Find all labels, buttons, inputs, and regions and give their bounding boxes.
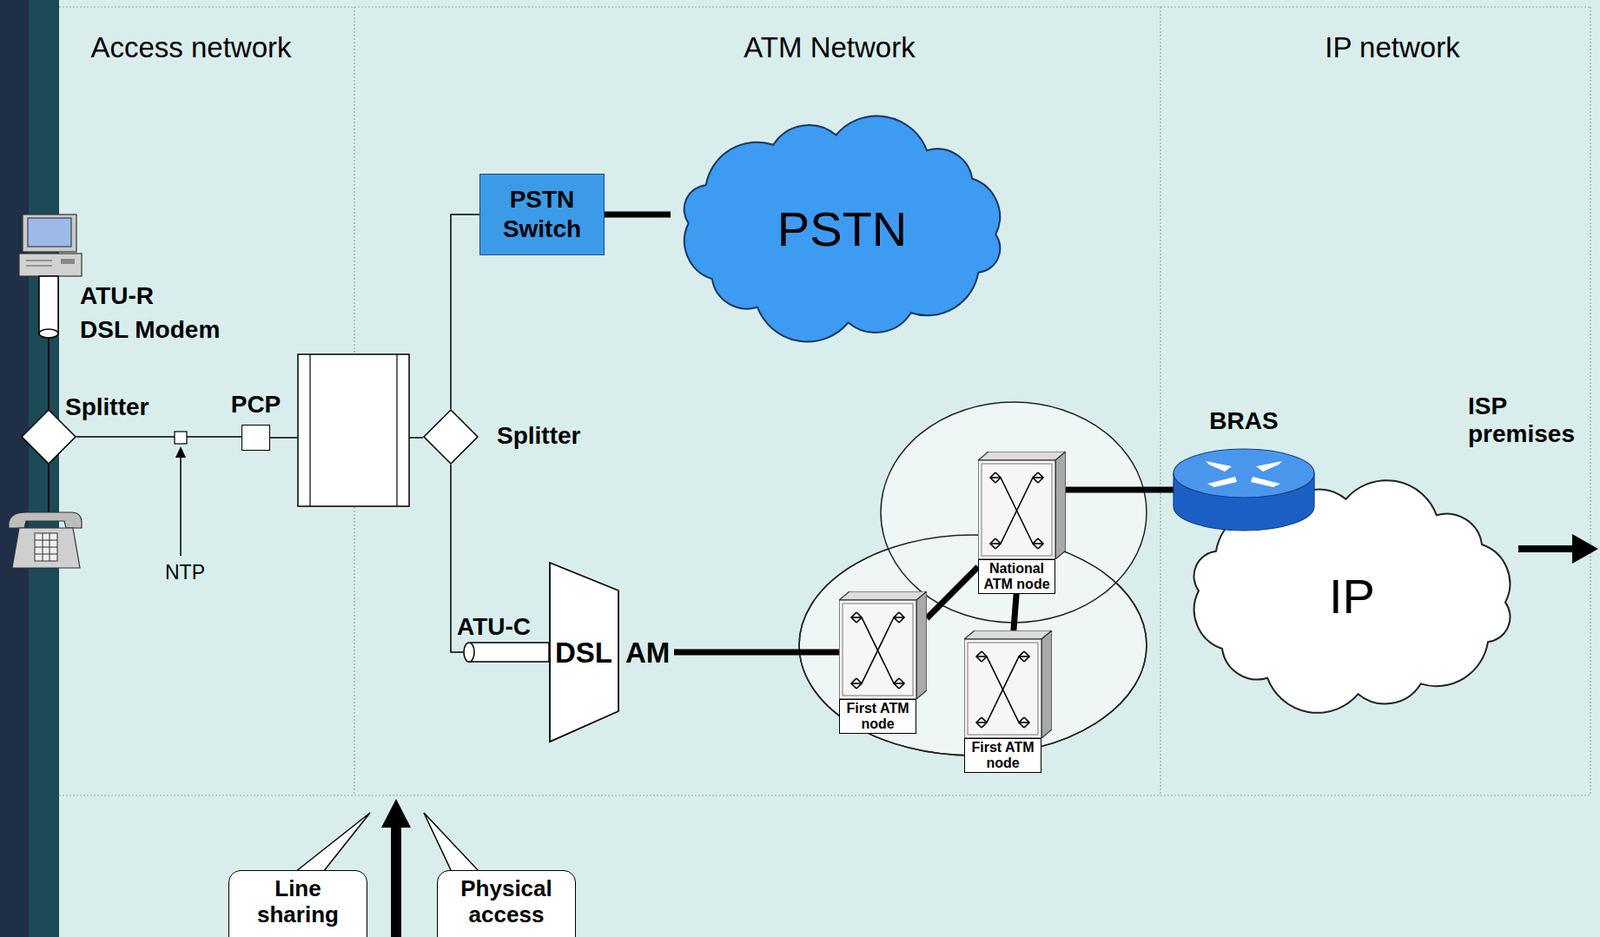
device-label: ATU-R: [79, 282, 154, 311]
node-text: Line sharing: [238, 876, 358, 929]
atm-domain-ellipse: [880, 402, 1147, 623]
atu-r-cable: [39, 276, 59, 410]
side-bar: [0, 0, 29, 937]
callout-tail: [423, 813, 480, 873]
node-text: Splitter: [496, 423, 581, 449]
callout-box: Line sharing: [228, 870, 368, 937]
atm-switch: First ATM node: [964, 630, 1052, 774]
region-title: Access network: [17, 31, 365, 65]
dslam-trapezoid: DSLAM: [548, 561, 675, 743]
line-wire: [76, 436, 242, 438]
atm-switch-icon: [978, 451, 1066, 560]
line-wire: [450, 214, 480, 410]
node-outline: [1173, 449, 1315, 531]
atm-switch-icon: [964, 630, 1052, 739]
side-stripe: [28, 0, 60, 937]
switch-box: PSTN Switch: [479, 173, 605, 256]
atm-domain-outline: [799, 535, 1147, 756]
atm-switch: National ATM node: [978, 451, 1066, 595]
node-text: PCP: [231, 392, 282, 417]
splitter-diamond: Splitter: [423, 409, 479, 465]
splitter-diamond: Splitter: [20, 409, 77, 465]
node-text: National ATM node: [978, 559, 1056, 595]
device-label: ATU-C: [456, 613, 531, 642]
trunk-link: [1013, 594, 1017, 631]
callout-tail: [295, 813, 371, 873]
region-title: IP network: [1218, 31, 1567, 65]
region-title: ATM Network: [655, 31, 1004, 65]
atu-c-cable: [463, 642, 549, 662]
line-wire: [450, 464, 549, 653]
atm-switch: First ATM node: [839, 591, 927, 734]
node-text: First ATM node: [839, 699, 917, 734]
trunk-link: [926, 567, 979, 619]
region-dividers: [59, 6, 1591, 796]
node-text: AM: [625, 638, 670, 668]
callout-box: Physical access: [436, 870, 576, 937]
outbound-arrow: [1518, 534, 1599, 564]
node-text: Physical access: [446, 876, 567, 929]
pcp-box: PCP: [241, 424, 271, 451]
trunk-link: [604, 211, 671, 219]
pstn-cloud: PSTN: [663, 110, 1021, 348]
device-label: DSL Modem: [79, 316, 220, 344]
node-text: IP: [1328, 572, 1376, 622]
ntp-point: [174, 431, 187, 556]
computer-icon: [19, 214, 82, 277]
point-label: NTP: [165, 561, 205, 584]
trunk-link: [674, 649, 840, 656]
telephone-icon: [8, 464, 82, 569]
node-text: PSTN Switch: [487, 185, 597, 244]
trunk-link: [1065, 487, 1174, 494]
unbundling-arrow: [381, 799, 411, 937]
node-outline: [423, 409, 479, 465]
bras-router: BRAS: [1173, 449, 1315, 531]
node-text: Splitter: [65, 395, 149, 420]
distribution-frame: [297, 354, 410, 507]
node-text: PSTN: [777, 204, 907, 254]
atm-switch-icon: [839, 591, 927, 700]
node-text: DSL: [548, 638, 619, 668]
node-text: First ATM node: [964, 738, 1042, 774]
node-text: BRAS: [1209, 409, 1278, 434]
site-label: ISP premises: [1467, 392, 1597, 449]
